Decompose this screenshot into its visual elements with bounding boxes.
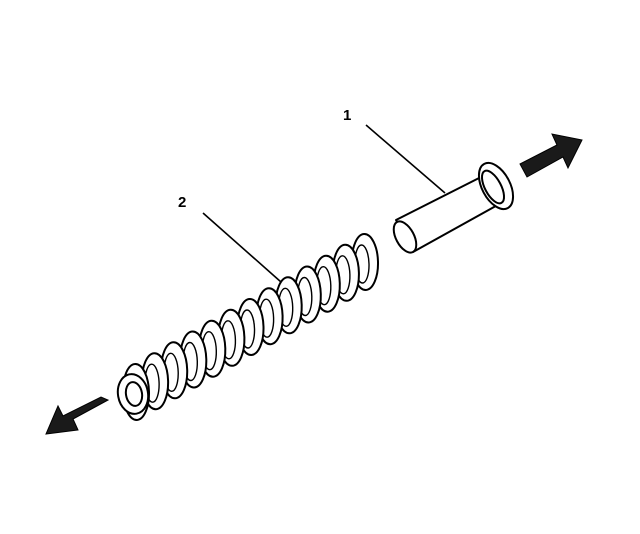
pin-head-inner xyxy=(480,169,506,205)
spring-end-opening xyxy=(124,381,144,407)
pin-end xyxy=(392,220,418,254)
callout-1-label: 1 xyxy=(343,107,351,124)
callout-2-label: 2 xyxy=(178,194,186,211)
arrow-left-down-icon xyxy=(45,396,110,435)
arrow-right-up-icon xyxy=(519,133,583,178)
pin xyxy=(392,161,515,254)
callout-2-leader xyxy=(202,212,282,283)
spring xyxy=(116,233,380,421)
callout-1-leader xyxy=(365,124,446,194)
